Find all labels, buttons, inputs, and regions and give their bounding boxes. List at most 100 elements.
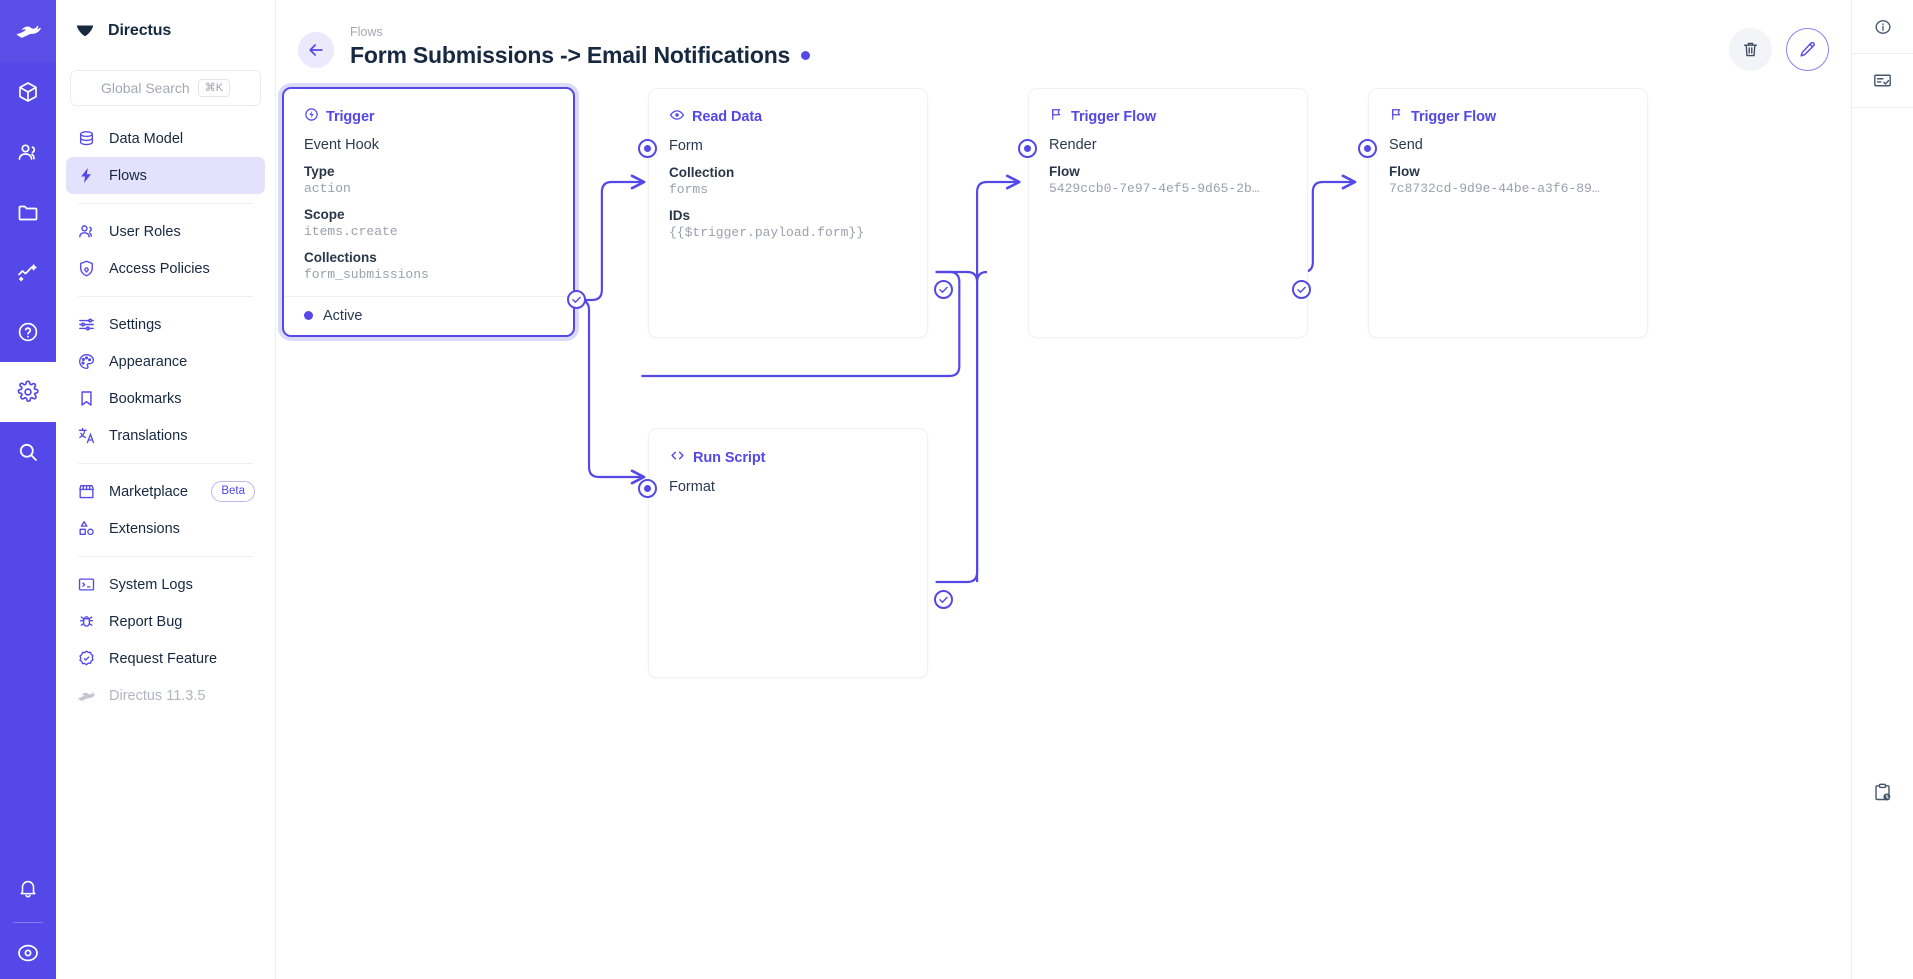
- right-rail: [1851, 0, 1913, 979]
- sidebar-item-label: Report Bug: [109, 614, 182, 630]
- logs-sidebar-button[interactable]: [1852, 54, 1913, 107]
- module-settings-icon[interactable]: [0, 362, 56, 422]
- status-badge: Active: [323, 308, 363, 324]
- node-title: Run Script: [649, 429, 927, 468]
- port-inner-dot: [644, 485, 651, 492]
- port-trigger-flow-render-input[interactable]: [1018, 139, 1037, 158]
- node-subtitle: Send: [1389, 137, 1627, 153]
- module-insights-icon[interactable]: [0, 242, 56, 302]
- sidebar-item-appearance[interactable]: Appearance: [66, 343, 265, 380]
- port-run-script-input[interactable]: [638, 479, 657, 498]
- sidebar-item-label: Translations: [109, 428, 187, 444]
- directus-rabbit-icon: [76, 686, 96, 706]
- global-search-shortcut: ⌘K: [198, 79, 230, 97]
- title-block: Flows Form Submissions -> Email Notifica…: [350, 18, 810, 69]
- node-title: Trigger Flow: [1369, 89, 1647, 126]
- info-sidebar-button[interactable]: [1852, 0, 1913, 53]
- shield-lock-icon: [76, 259, 96, 278]
- field-value: form_submissions: [304, 267, 553, 282]
- sidebar-item-marketplace[interactable]: Marketplace Beta: [66, 473, 265, 510]
- port-read-data-resolve[interactable]: [934, 280, 953, 299]
- eye-icon: [669, 107, 685, 127]
- flow-node-trigger[interactable]: Trigger Event Hook Type action Scope ite…: [282, 87, 575, 337]
- module-user-directory-icon[interactable]: [0, 122, 56, 182]
- node-body: Send Flow 7c8732cd-9d9e-44be-a3f6-89…: [1369, 126, 1647, 196]
- node-title: Read Data: [649, 89, 927, 127]
- sidebar-item-label: Appearance: [109, 354, 187, 370]
- flag-icon: [1389, 107, 1404, 126]
- node-title-label: Read Data: [692, 109, 762, 125]
- global-search-placeholder: Global Search: [101, 80, 190, 96]
- breadcrumb[interactable]: Flows: [350, 24, 810, 42]
- port-run-script-resolve[interactable]: [934, 590, 953, 609]
- bolt-icon: [76, 166, 96, 185]
- field-value: action: [304, 181, 553, 196]
- back-button[interactable]: [298, 32, 334, 68]
- global-search-input[interactable]: Global Search ⌘K: [70, 70, 261, 106]
- module-search-icon[interactable]: [0, 422, 56, 482]
- sidebar-item-bookmarks[interactable]: Bookmarks: [66, 380, 265, 417]
- module-bar: [0, 0, 56, 979]
- sidebar-item-system-logs[interactable]: System Logs: [66, 566, 265, 603]
- node-body: Format: [649, 468, 927, 495]
- sidebar-item-report-bug[interactable]: Report Bug: [66, 603, 265, 640]
- sidebar-item-label: System Logs: [109, 577, 193, 593]
- main-content: Flows Form Submissions -> Email Notifica…: [276, 0, 1851, 979]
- trigger-icon: [304, 107, 319, 126]
- sidebar-item-label: Settings: [109, 317, 161, 333]
- flow-node-run-script[interactable]: Run Script Format: [648, 428, 928, 678]
- sidebar-nav-list: Data Model Flows User Roles Acc: [56, 120, 275, 714]
- directus-logo-icon[interactable]: [0, 0, 56, 62]
- field-label: Flow: [1049, 164, 1287, 179]
- delete-flow-button[interactable]: [1729, 28, 1772, 71]
- module-content-icon[interactable]: [0, 62, 56, 122]
- sidebar-divider: [78, 203, 253, 204]
- notifications-icon[interactable]: [0, 858, 56, 918]
- flow-node-trigger-flow-render[interactable]: Trigger Flow Render Flow 5429ccb0-7e97-4…: [1028, 88, 1308, 338]
- sidebar-item-translations[interactable]: Translations: [66, 417, 265, 454]
- field-value: 7c8732cd-9d9e-44be-a3f6-89…: [1389, 181, 1627, 196]
- account-avatar-icon[interactable]: [0, 927, 56, 979]
- sidebar-item-flows[interactable]: Flows: [66, 157, 265, 194]
- port-trigger-flow-render-resolve[interactable]: [1292, 280, 1311, 299]
- sidebar-item-access-policies[interactable]: Access Policies: [66, 250, 265, 287]
- sidebar-item-label: Directus 11.3.5: [109, 688, 205, 704]
- node-subtitle: Event Hook: [304, 137, 553, 153]
- sidebar-item-label: Access Policies: [109, 261, 210, 277]
- sidebar-divider: [78, 556, 253, 557]
- module-help-icon[interactable]: [0, 302, 56, 362]
- sidebar-item-extensions[interactable]: Extensions: [66, 510, 265, 547]
- sidebar-item-settings[interactable]: Settings: [66, 306, 265, 343]
- flow-node-trigger-flow-send[interactable]: Trigger Flow Send Flow 7c8732cd-9d9e-44b…: [1368, 88, 1648, 338]
- field-label: Collections: [304, 250, 553, 265]
- field-label: Scope: [304, 207, 553, 222]
- status-dot: [304, 311, 313, 320]
- activity-button[interactable]: [1852, 766, 1913, 819]
- sidebar-title: Directus: [108, 22, 171, 40]
- sidebar-item-user-roles[interactable]: User Roles: [66, 213, 265, 250]
- sidebar-header: Directus: [56, 0, 275, 62]
- port-trigger-flow-send-input[interactable]: [1358, 139, 1377, 158]
- marketplace-beta-badge: Beta: [211, 481, 255, 502]
- flow-canvas[interactable]: Trigger Event Hook Type action Scope ite…: [276, 82, 1851, 979]
- sidebar-item-request-feature[interactable]: Request Feature: [66, 640, 265, 677]
- sidebar-item-data-model[interactable]: Data Model: [66, 120, 265, 157]
- header-actions: [1729, 28, 1829, 71]
- flow-node-read-data[interactable]: Read Data Form Collection forms IDs {{$t…: [648, 88, 928, 338]
- flag-icon: [1049, 107, 1064, 126]
- sidebar-item-label: Request Feature: [109, 651, 217, 667]
- port-trigger-resolve[interactable]: [567, 290, 586, 309]
- node-title: Trigger: [284, 89, 573, 126]
- node-title-label: Trigger: [326, 109, 374, 125]
- title-row: Form Submissions -> Email Notifications: [350, 42, 810, 69]
- edit-flow-button[interactable]: [1786, 28, 1829, 71]
- module-file-library-icon[interactable]: [0, 182, 56, 242]
- port-read-data-input[interactable]: [638, 139, 657, 158]
- page-title: Form Submissions -> Email Notifications: [350, 42, 790, 69]
- sidebar-item-label: User Roles: [109, 224, 181, 240]
- sidebar-item-label: Marketplace: [109, 484, 188, 500]
- node-body: Render Flow 5429ccb0-7e97-4ef5-9d65-2b…: [1029, 126, 1307, 196]
- sidebar-item-label: Extensions: [109, 521, 180, 537]
- module-bar-divider: [13, 922, 43, 923]
- storefront-icon: [76, 482, 96, 501]
